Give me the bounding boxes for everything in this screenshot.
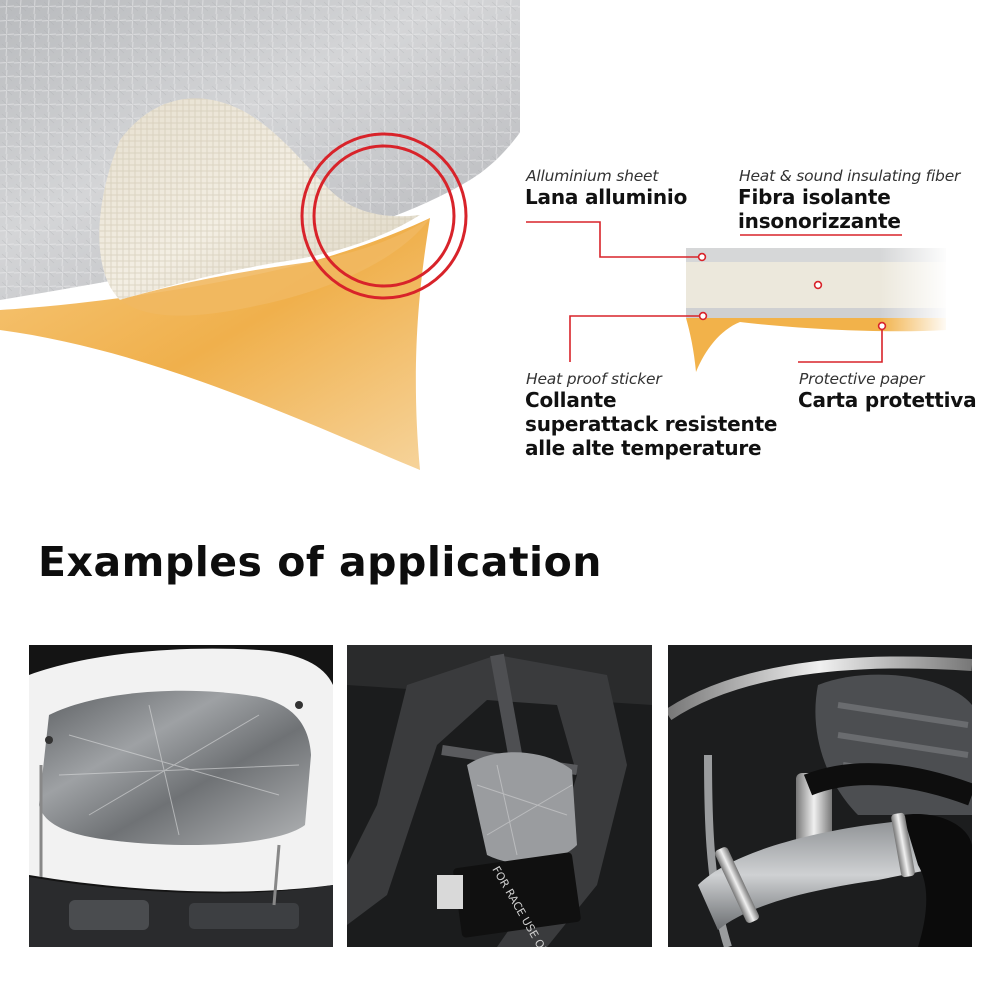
highlight-ring-outer <box>300 132 468 300</box>
dot-paper <box>877 321 887 331</box>
leader-sticker <box>569 315 700 362</box>
cross-section-foil-bottom <box>686 308 946 318</box>
product-sample-illustration <box>0 0 520 470</box>
example-photo-car-hood <box>29 645 333 947</box>
layer-cross-section-diagram <box>526 221 950 372</box>
label-paper-en: Protective paper <box>799 370 925 388</box>
engine-foil-pipe <box>698 820 928 930</box>
leader-aluminium <box>526 221 698 258</box>
highlight-ring-inner <box>312 144 456 288</box>
example-photo-engine-intake <box>668 645 972 947</box>
label-fiber-en: Heat & sound insulating fiber <box>739 167 961 185</box>
dot-fiber <box>813 280 823 290</box>
label-sticker-it-line-1: Collante <box>525 388 617 412</box>
label-paper-it-line: Carta protettiva <box>798 388 977 412</box>
label-sticker-it-line-2: superattack resistente <box>525 412 778 436</box>
examples-heading: Examples of application <box>38 538 602 586</box>
hood-foil-panel <box>39 690 311 845</box>
label-sticker-en: Heat proof sticker <box>526 370 662 388</box>
label-aluminium-it: Lana alluminio <box>525 185 687 209</box>
label-sticker-it-line-3: alle alte temperature <box>525 436 762 460</box>
label-fiber-it-line-2: insonorizzante <box>738 209 901 233</box>
label-fiber-it: Fibra isolante insonorizzante <box>738 185 901 233</box>
dot-sticker <box>698 311 708 321</box>
leader-paper <box>798 328 883 363</box>
label-aluminium-en: Alluminium sheet <box>526 167 659 185</box>
label-fiber-it-line-1: Fibra isolante <box>738 185 891 209</box>
label-paper-it: Carta protettiva <box>798 388 977 412</box>
dot-aluminium <box>697 252 707 262</box>
label-aluminium-it-line: Lana alluminio <box>525 185 688 209</box>
example-photo-motorbike-frame: FOR RACE USE ONLY <box>347 645 652 947</box>
bike-foil-wrap <box>467 752 577 864</box>
label-sticker-it: Collante superattack resistente alle alt… <box>525 388 778 460</box>
